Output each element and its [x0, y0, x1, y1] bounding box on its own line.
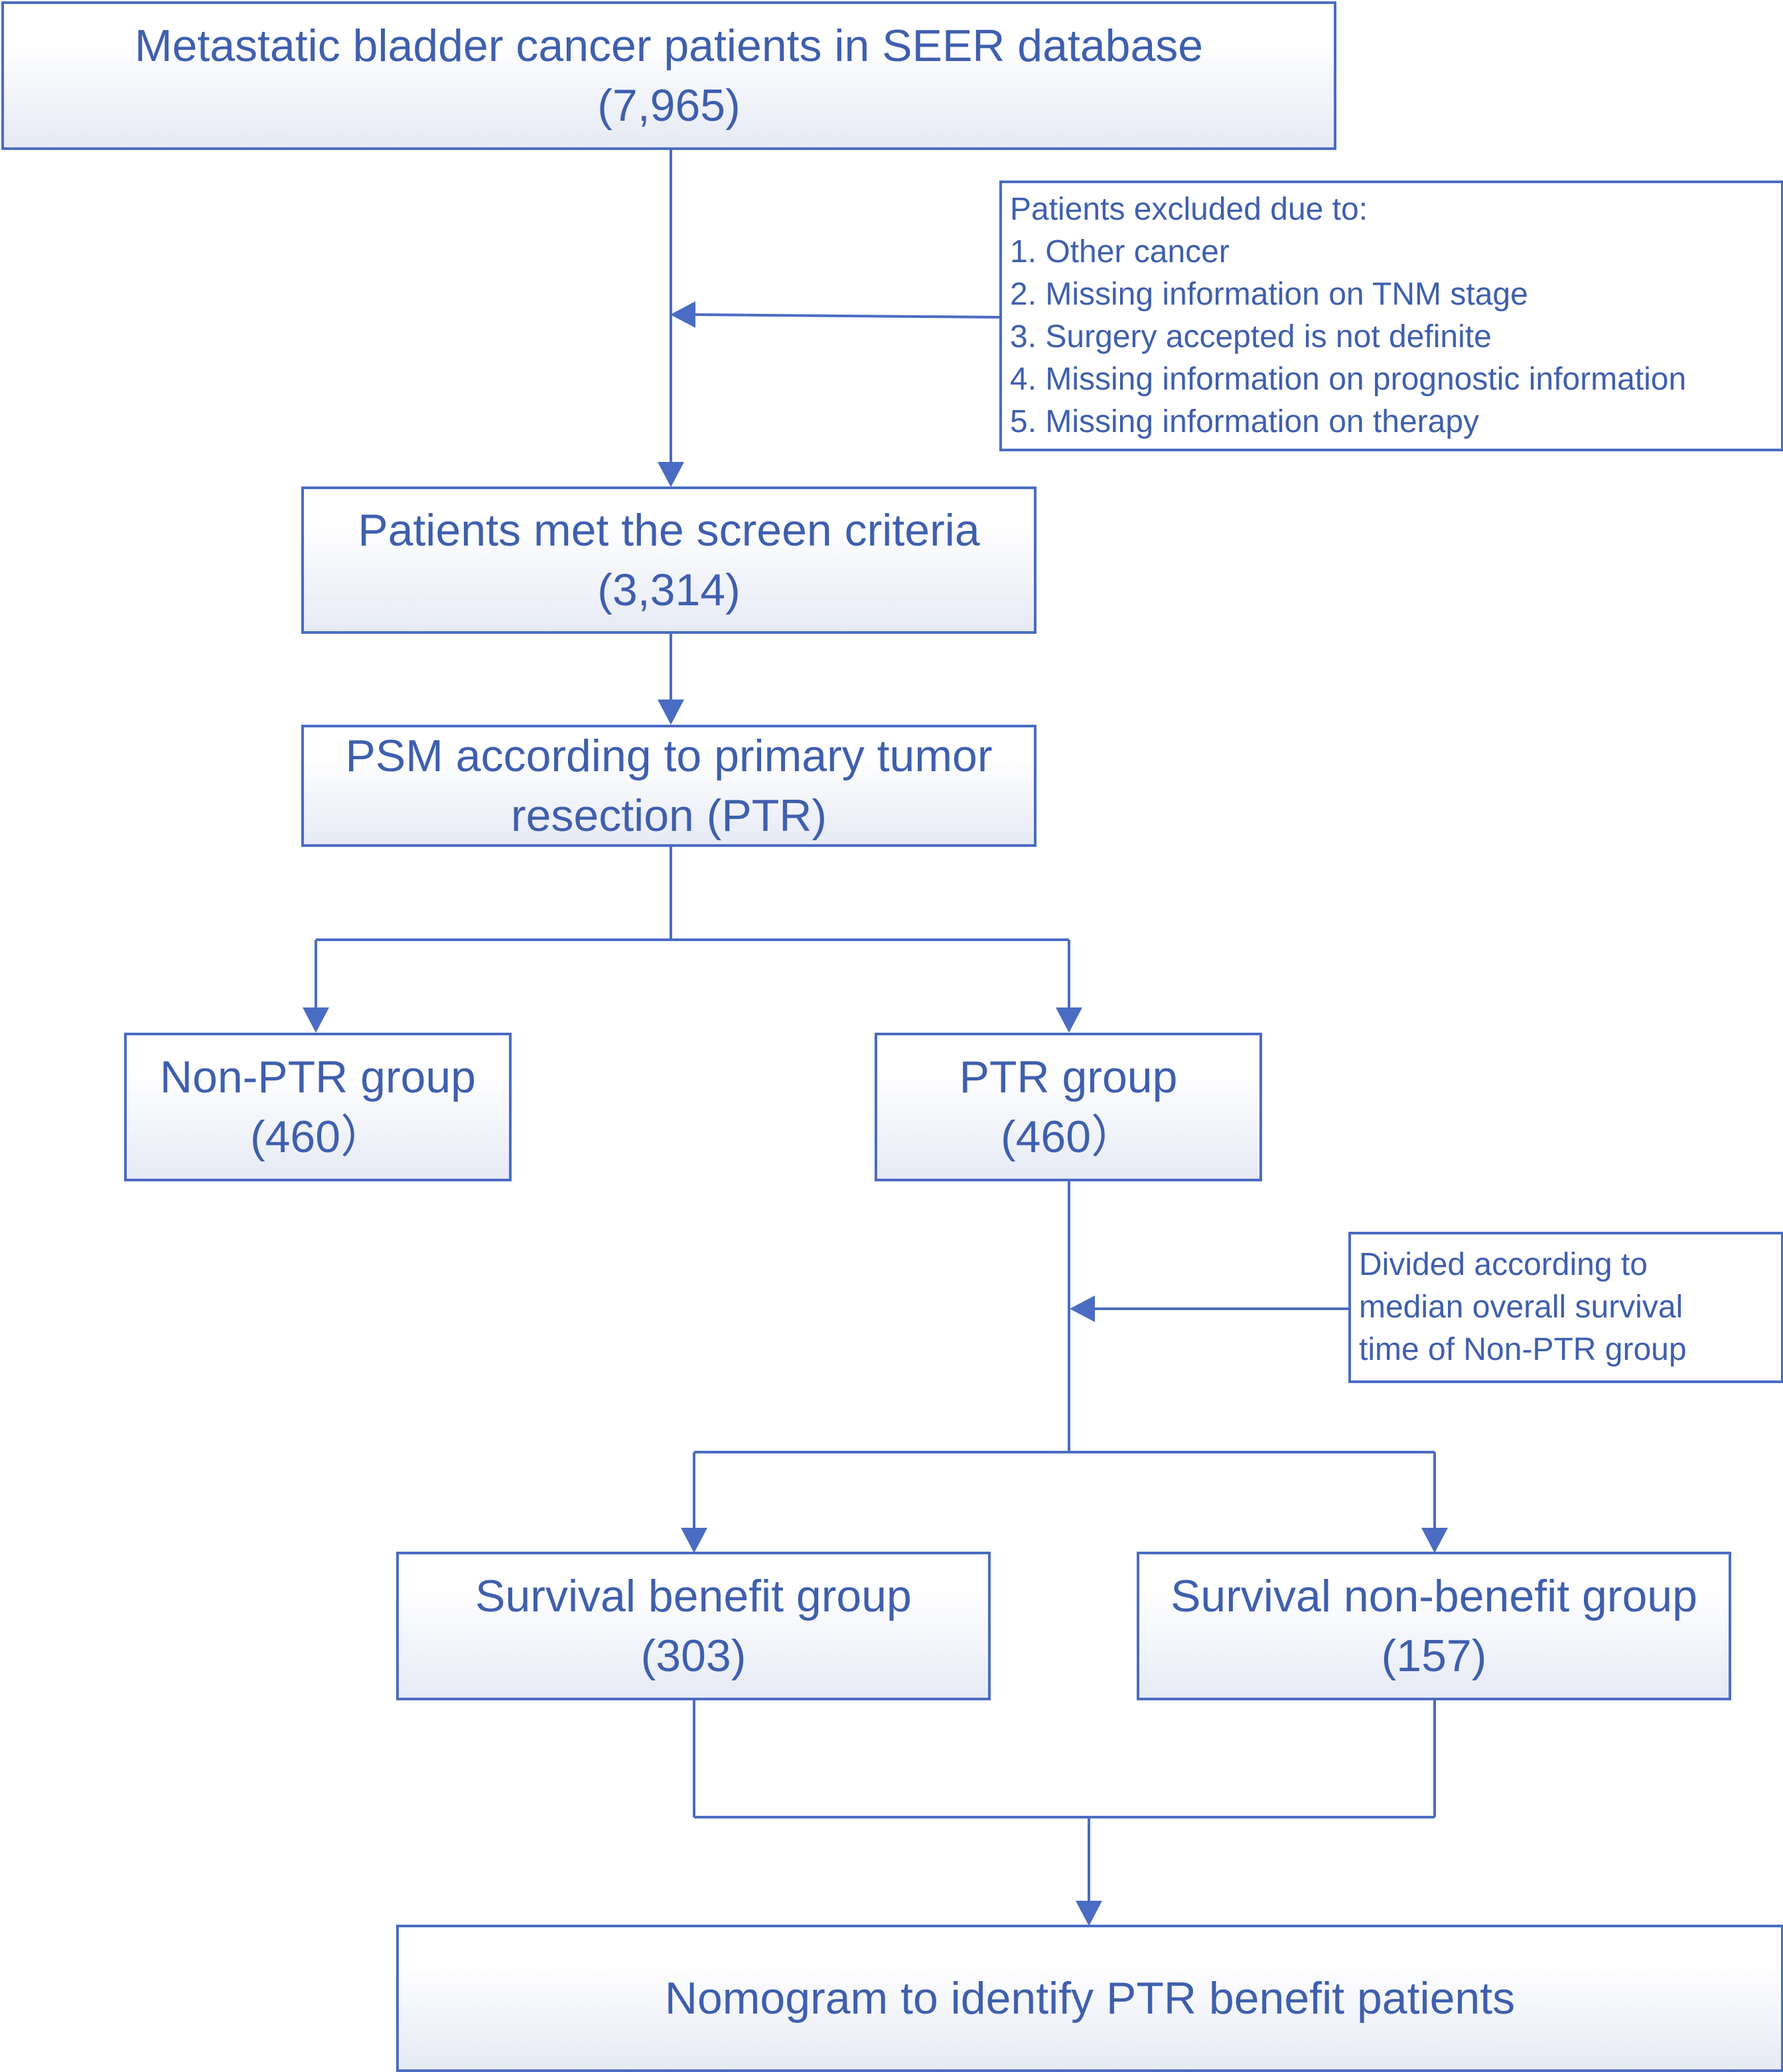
connector-exclusion	[691, 313, 1000, 319]
arrowhead-benefit	[681, 1528, 707, 1553]
arrowhead-non-ptr	[303, 1007, 329, 1033]
exclusion-item: 5. Missing information on therapy	[1010, 404, 1480, 439]
survival-benefit-title: Survival benefit group	[475, 1571, 912, 1621]
divided-box: Divided according to median overall surv…	[1348, 1232, 1783, 1383]
psm-title-line1: PSM according to primary tumor	[345, 731, 993, 781]
screened-count: (3,314)	[597, 565, 741, 615]
survival-benefit-box: Survival benefit group (303)	[396, 1552, 991, 1700]
exclusion-box: Patients excluded due to: 1. Other cance…	[999, 181, 1783, 451]
nomogram-title: Nomogram to identify PTR benefit patient…	[664, 1973, 1516, 2024]
start-title: Metastatic bladder cancer patients in SE…	[134, 21, 1204, 71]
non-ptr-count: (460）	[250, 1112, 386, 1162]
ptr-count: (460）	[1000, 1112, 1137, 1162]
survival-non-benefit-count: (157)	[1381, 1631, 1487, 1681]
psm-title-line2: resection (PTR)	[510, 790, 827, 841]
survival-benefit-count: (303)	[640, 1631, 747, 1681]
start-box: Metastatic bladder cancer patients in SE…	[1, 1, 1336, 150]
non-ptr-box: Non-PTR group (460）	[124, 1033, 512, 1181]
exclusion-item: 2. Missing information on TNM stage	[1010, 277, 1528, 312]
divided-line: median overall survival	[1359, 1290, 1683, 1325]
arrowhead-nomogram	[1076, 1901, 1102, 1926]
non-ptr-title: Non-PTR group	[159, 1052, 476, 1102]
arrowhead-exclusion	[670, 301, 695, 328]
arrowhead-ptr	[1056, 1007, 1082, 1033]
screened-title: Patients met the screen criteria	[358, 505, 980, 555]
survival-non-benefit-box: Survival non-benefit group (157)	[1137, 1552, 1731, 1700]
screened-box: Patients met the screen criteria (3,314)	[301, 486, 1036, 634]
ptr-title: PTR group	[959, 1052, 1178, 1102]
start-count: (7,965)	[597, 80, 741, 131]
divided-line: time of Non-PTR group	[1359, 1332, 1687, 1367]
exclusion-item: 3. Surgery accepted is not definite	[1010, 319, 1492, 354]
ptr-box: PTR group (460）	[875, 1033, 1262, 1181]
arrowhead-screened	[658, 462, 684, 487]
arrowhead-non-benefit	[1421, 1528, 1448, 1553]
nomogram-box: Nomogram to identify PTR benefit patient…	[396, 1925, 1783, 2072]
psm-box: PSM according to primary tumor resection…	[301, 725, 1036, 847]
exclusion-item: 1. Other cancer	[1010, 234, 1230, 269]
exclusion-title: Patients excluded due to:	[1010, 192, 1368, 227]
arrowhead-psm	[658, 700, 684, 725]
exclusion-item: 4. Missing information on prognostic inf…	[1010, 362, 1687, 397]
survival-non-benefit-title: Survival non-benefit group	[1171, 1571, 1697, 1621]
arrowhead-divided	[1070, 1295, 1095, 1322]
divided-line: Divided according to	[1359, 1247, 1648, 1282]
